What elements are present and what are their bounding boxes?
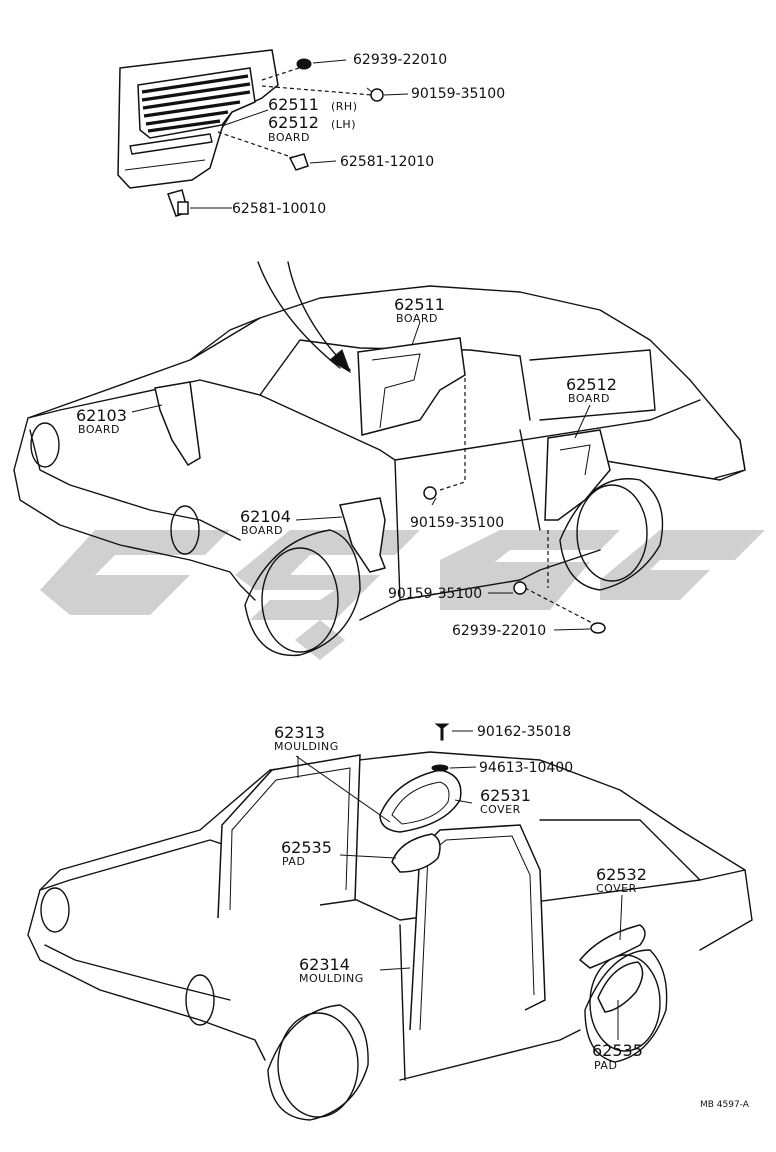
trim-62511-part — [357, 337, 466, 436]
label-pad-lower: PAD — [594, 1059, 617, 1072]
label-board-62104: BOARD — [241, 524, 283, 537]
label-board-top: BOARD — [268, 131, 310, 144]
label-cover-62532: COVER — [596, 882, 637, 895]
trim-62512-part — [544, 429, 611, 521]
clip-62939-low-icon — [590, 622, 606, 634]
label-62535-upper: 62535 — [281, 838, 332, 857]
label-94613-10400: 94613-10400 — [479, 760, 573, 776]
clip-62581-10010-icon — [167, 189, 189, 217]
label-90162-35018: 90162-35018 — [477, 724, 571, 740]
label-62314: 62314 — [299, 955, 350, 974]
car-middle-outline — [13, 285, 746, 657]
screw-90159-mid-icon — [423, 486, 437, 500]
cover-62531-part — [379, 769, 462, 833]
label-62104: 62104 — [240, 507, 291, 526]
label-90159-35100-mid: 90159-35100 — [410, 515, 504, 531]
label-62103: 62103 — [76, 406, 127, 425]
plug-94613-icon — [431, 764, 449, 772]
moulding-62313-part — [217, 754, 361, 919]
pad-62535-upper-part — [391, 833, 441, 873]
label-62939-22010-low: 62939-22010 — [452, 623, 546, 639]
label-board-62103: BOARD — [78, 423, 120, 436]
document-code: MB 4597-A — [700, 1100, 750, 1110]
label-62581-10010: 62581-10010 — [232, 201, 326, 217]
label-rh: (RH) — [331, 100, 358, 113]
screw-90159-icon — [366, 87, 384, 102]
label-moulding-62313: MOULDING — [274, 740, 339, 753]
label-board-62512: BOARD — [568, 392, 610, 405]
label-62313: 62313 — [274, 723, 325, 742]
label-moulding-62314: MOULDING — [299, 972, 364, 985]
label-90159-35100-top: 90159-35100 — [411, 86, 505, 102]
cover-62532-part — [578, 924, 646, 969]
screw-90159-low-icon — [513, 581, 527, 595]
board-louvers — [141, 74, 251, 133]
label-board-62511: BOARD — [396, 312, 438, 325]
quarter-trim-board-detail — [117, 49, 279, 189]
clip-62939-icon — [296, 58, 312, 70]
pad-62535-lower-part — [597, 961, 644, 1013]
label-lh: (LH) — [331, 118, 356, 131]
label-62532: 62532 — [596, 865, 647, 884]
screw-90162-icon — [434, 723, 450, 741]
label-62581-12010: 62581-12010 — [340, 154, 434, 170]
clip-62581-12010-icon — [288, 153, 309, 171]
trim-62104-part — [339, 497, 386, 573]
label-62511-rh: 62511 — [268, 95, 319, 114]
label-cover-62531: COVER — [480, 803, 521, 816]
trim-62103-part — [154, 381, 201, 467]
label-62512-mid: 62512 — [566, 375, 617, 394]
label-62939-22010-top: 62939-22010 — [353, 52, 447, 68]
label-pad-upper: PAD — [282, 855, 305, 868]
label-62511-mid: 62511 — [394, 295, 445, 314]
label-62535-lower: 62535 — [592, 1041, 643, 1060]
label-62512-lh: 62512 — [268, 113, 319, 132]
label-90159-35100-low: 90159-35100 — [388, 586, 482, 602]
label-62531: 62531 — [480, 786, 531, 805]
